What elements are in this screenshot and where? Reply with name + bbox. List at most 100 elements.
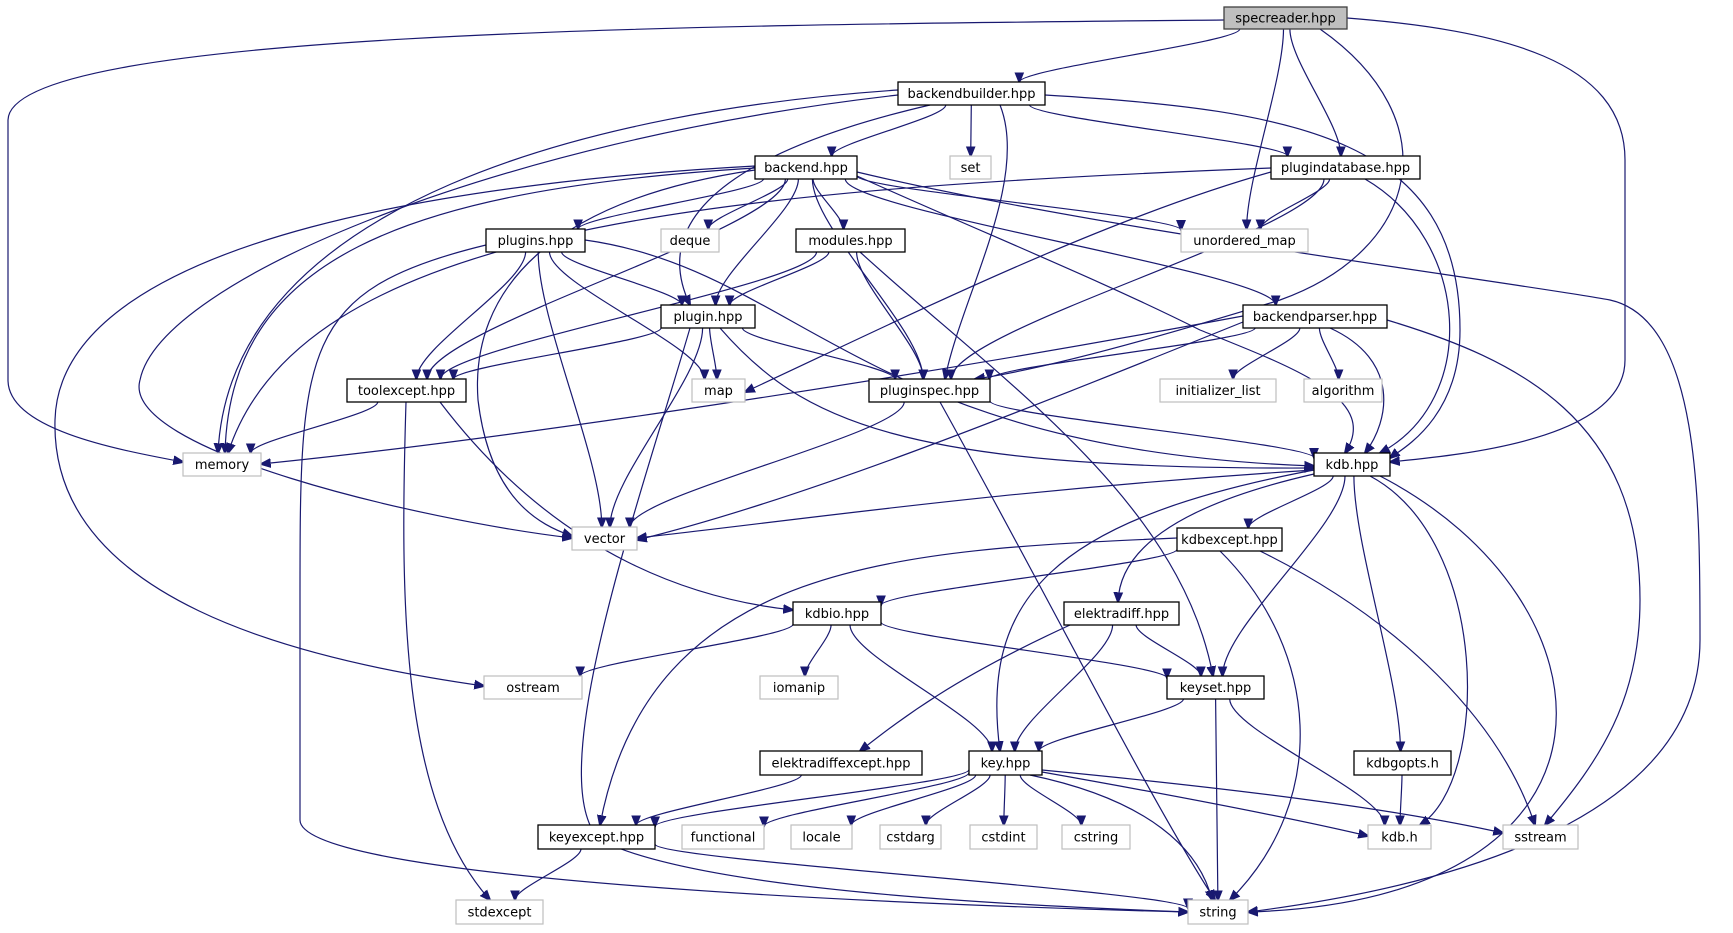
node-box: [1166, 675, 1265, 700]
node-box: [1353, 750, 1452, 776]
node-vector: vector: [571, 526, 638, 551]
edge-kdbhpp-to-kdbgopts: [1353, 475, 1401, 751]
node-toolexcept[interactable]: toolexcept.hpp: [346, 378, 467, 403]
node-kdbexcept[interactable]: kdbexcept.hpp: [1176, 527, 1283, 552]
node-plugindatabase[interactable]: plugindatabase.hpp: [1270, 155, 1421, 180]
node-box: [795, 228, 906, 253]
edge-specreader-to-backendbuilder: [1019, 28, 1241, 82]
node-specreader[interactable]: specreader.hpp: [1223, 6, 1348, 30]
edge-kdbhpp-to-kdbh: [1369, 475, 1468, 825]
node-modules[interactable]: modules.hpp: [795, 228, 906, 253]
edges-layer: [7, 17, 1701, 912]
edge-kdbhpp-to-vector: [637, 469, 1315, 538]
edge-key-to-functional: [764, 772, 970, 827]
node-label: string: [1199, 906, 1236, 921]
node-box: [571, 526, 638, 551]
edge-keyexcept-to-string: [654, 843, 1188, 908]
node-plugin[interactable]: plugin.hpp: [660, 304, 756, 329]
node-ostream: ostream: [483, 675, 583, 700]
node-label: iomanip: [773, 681, 825, 696]
node-box: [455, 899, 544, 925]
node-label: keyexcept.hpp: [549, 831, 644, 846]
edge-toolexcept-to-kdbio: [439, 401, 793, 610]
node-memory: memory: [182, 452, 262, 477]
node-cstdint: cstdint: [969, 824, 1038, 850]
edge-kdbexcept-to-kdbio: [881, 548, 1178, 605]
edge-key-to-keyexcept: [655, 769, 970, 827]
node-box: [660, 304, 756, 329]
node-box: [660, 228, 720, 253]
node-functional: functional: [681, 824, 765, 850]
node-elektradiff[interactable]: elektradiff.hpp: [1063, 601, 1180, 626]
edge-key-to-cstdint: [1004, 774, 1005, 825]
node-key[interactable]: key.hpp: [968, 750, 1043, 776]
node-string: string: [1187, 899, 1249, 925]
node-label: locale: [802, 831, 840, 846]
node-backend[interactable]: backend.hpp: [754, 155, 858, 180]
node-keyset[interactable]: keyset.hpp: [1166, 675, 1265, 700]
edge-plugin-to-vector: [610, 327, 704, 527]
edge-backendparser-to-kdbhpp: [1329, 327, 1385, 453]
edge-plugins-to-plugin: [561, 251, 682, 305]
node-box: [1313, 452, 1391, 477]
node-label: elektradiff.hpp: [1074, 607, 1169, 622]
edge-kdbgopts-to-kdbh: [1400, 774, 1402, 825]
node-label: toolexcept.hpp: [358, 384, 455, 399]
node-label: ostream: [506, 681, 560, 696]
node-kdbhpp[interactable]: kdb.hpp: [1313, 452, 1391, 477]
edge-kdbhpp-to-keyset: [1223, 475, 1346, 676]
edge-plugin-to-toolexcept: [453, 327, 662, 379]
edge-backendbuilder-to-kdbhpp: [1044, 94, 1461, 458]
edge-modules-to-toolexcept: [441, 251, 818, 379]
node-label: backendparser.hpp: [1253, 310, 1377, 325]
node-label: memory: [195, 458, 250, 473]
node-backendparser[interactable]: backendparser.hpp: [1242, 304, 1388, 329]
edge-kdbio-to-ostream: [580, 623, 794, 676]
edge-kdbhpp-to-string: [1248, 475, 1557, 912]
edge-backend-to-ostream: [54, 165, 756, 686]
edge-plugins-to-vector: [537, 251, 602, 527]
node-stdexcept: stdexcept: [455, 899, 544, 925]
edge-key-to-string: [1029, 774, 1212, 900]
edge-elektradiff-to-keyset: [1135, 624, 1201, 676]
node-kdbgopts[interactable]: kdbgopts.h: [1353, 750, 1452, 776]
edge-plugins-to-toolexcept: [416, 251, 527, 379]
node-initializer_list: initializer_list: [1159, 378, 1277, 403]
node-elektradiffexcept[interactable]: elektradiffexcept.hpp: [759, 750, 923, 776]
edge-backend-to-plugins: [578, 178, 764, 229]
nodes-layer: specreader.hpp backendbuilder.hpp backend.…: [182, 6, 1579, 925]
edge-backend-to-kdbhpp: [856, 175, 1353, 453]
edge-key-to-cstdarg: [926, 774, 991, 825]
edge-backend-to-plugin: [716, 178, 799, 305]
edge-elektradiffexcept-to-keyexcept: [636, 774, 802, 825]
node-box: [1270, 155, 1421, 180]
node-algorithm: algorithm: [1303, 378, 1383, 403]
node-box: [792, 601, 882, 626]
edge-plugindatabase-to-kdbhpp: [1364, 178, 1451, 453]
edge-backendbuilder-to-backend: [832, 104, 947, 156]
node-label: sstream: [1514, 831, 1566, 846]
edge-specreader-to-kdbhpp: [1346, 17, 1626, 462]
node-iomanip: iomanip: [759, 675, 839, 700]
node-box: [1367, 824, 1432, 850]
node-box: [1180, 228, 1309, 253]
edge-backendbuilder-to-set: [971, 104, 972, 156]
edge-backend-to-pluginspec: [811, 178, 923, 379]
node-set: set: [949, 155, 992, 180]
edge-modules-to-plugin: [730, 251, 830, 305]
node-label: modules.hpp: [808, 234, 892, 249]
edge-plugindatabase-to-map: [745, 171, 1272, 392]
node-label: cstring: [1074, 831, 1118, 846]
node-pluginspec[interactable]: pluginspec.hpp: [868, 378, 991, 403]
edge-key-to-sstream: [1041, 769, 1503, 833]
node-plugins[interactable]: plugins.hpp: [485, 228, 586, 253]
edge-backend-to-modules: [812, 178, 844, 229]
node-backendbuilder[interactable]: backendbuilder.hpp: [897, 81, 1046, 106]
node-label: map: [704, 384, 733, 399]
node-kdbio[interactable]: kdbio.hpp: [792, 601, 882, 626]
node-label: kdb.h: [1381, 831, 1417, 846]
edge-backendbuilder-to-memory: [218, 89, 899, 453]
node-label: set: [961, 161, 981, 176]
node-keyexcept[interactable]: keyexcept.hpp: [537, 824, 656, 850]
